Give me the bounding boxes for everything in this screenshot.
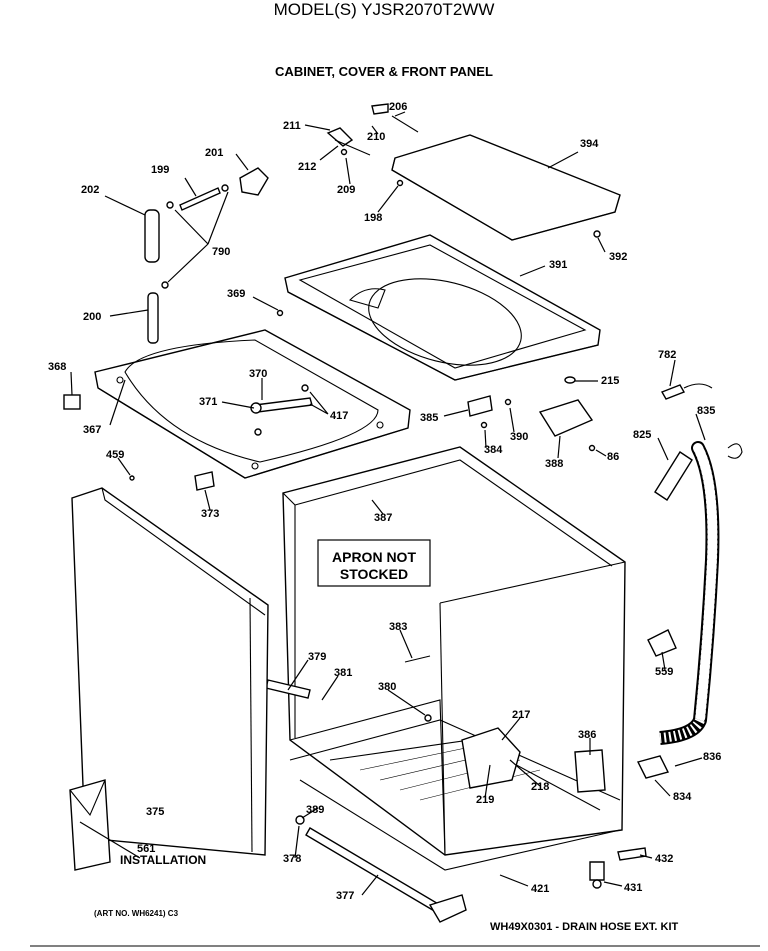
part-label-211: 211	[283, 120, 301, 132]
part-label-367: 367	[83, 424, 101, 436]
part-label-86: 86	[607, 451, 619, 463]
part-label-212: 212	[298, 161, 316, 173]
part-labels: 211 206 210 212 209 394 199 201 202 198 …	[48, 101, 721, 902]
part-label-215: 215	[601, 375, 619, 387]
part-label-218: 218	[531, 781, 549, 793]
part-label-390: 390	[510, 431, 528, 443]
part-label-373: 373	[201, 508, 219, 520]
apron-note-line1: APRON NOT	[332, 549, 416, 565]
part-label-782: 782	[658, 349, 676, 361]
part-label-209: 209	[337, 184, 355, 196]
part-label-375: 375	[146, 806, 164, 818]
drain-hose	[654, 441, 720, 745]
part-label-202: 202	[81, 184, 99, 196]
part-label-380: 380	[378, 681, 396, 693]
part-label-369: 369	[227, 288, 245, 300]
part-label-388: 388	[545, 458, 563, 470]
part-label-385: 385	[420, 412, 438, 424]
part-label-368: 368	[48, 361, 66, 373]
part-label-389: 389	[306, 804, 324, 816]
section-title: CABINET, COVER & FRONT PANEL	[275, 64, 493, 79]
part-label-431: 431	[624, 882, 642, 894]
part-label-378: 378	[283, 853, 301, 865]
installation-label: INSTALLATION	[120, 853, 206, 867]
part-label-206: 206	[389, 101, 407, 113]
part-label-386: 386	[578, 729, 596, 741]
part-label-210: 210	[367, 131, 385, 143]
part-label-391: 391	[549, 259, 567, 271]
part-label-384: 384	[484, 444, 503, 456]
part-label-421: 421	[531, 883, 549, 895]
part-label-201: 201	[205, 147, 223, 159]
leader-lines	[70, 111, 706, 896]
part-label-387: 387	[374, 512, 392, 524]
part-label-371: 371	[199, 396, 217, 408]
part-label-561: 561	[137, 843, 155, 855]
part-label-383: 383	[389, 621, 407, 633]
installation-envelope	[69, 779, 111, 871]
part-label-836: 836	[703, 751, 721, 763]
part-label-559: 559	[655, 666, 673, 678]
part-label-217: 217	[512, 709, 530, 721]
cabinet	[265, 446, 677, 871]
bottom-parts	[295, 815, 647, 923]
front-panel	[71, 487, 269, 856]
part-label-198: 198	[364, 212, 382, 224]
part-label-417: 417	[330, 410, 348, 422]
art-number: (ART NO. WH6241) C3	[94, 909, 179, 918]
model-title: MODEL(S) YJSR2070T2WW	[273, 0, 495, 19]
part-label-392: 392	[609, 251, 627, 263]
top-frame-cover	[284, 234, 601, 381]
part-label-200: 200	[83, 311, 101, 323]
part-label-834: 834	[673, 791, 692, 803]
part-label-379: 379	[308, 651, 326, 663]
part-label-219: 219	[476, 794, 494, 806]
top-lid	[391, 134, 621, 241]
part-label-199: 199	[151, 164, 169, 176]
part-label-459: 459	[106, 449, 124, 461]
apron-note-line2: STOCKED	[340, 566, 408, 582]
hardware-bits	[63, 103, 743, 499]
part-label-790: 790	[212, 246, 230, 258]
part-label-835: 835	[697, 405, 715, 417]
drain-hose-kit-note: WH49X0301 - DRAIN HOSE EXT. KIT	[490, 921, 679, 933]
part-label-370: 370	[249, 368, 267, 380]
part-label-432: 432	[655, 853, 673, 865]
part-label-825: 825	[633, 429, 651, 441]
part-label-377: 377	[336, 890, 354, 902]
part-label-394: 394	[580, 138, 599, 150]
part-label-381: 381	[334, 667, 352, 679]
